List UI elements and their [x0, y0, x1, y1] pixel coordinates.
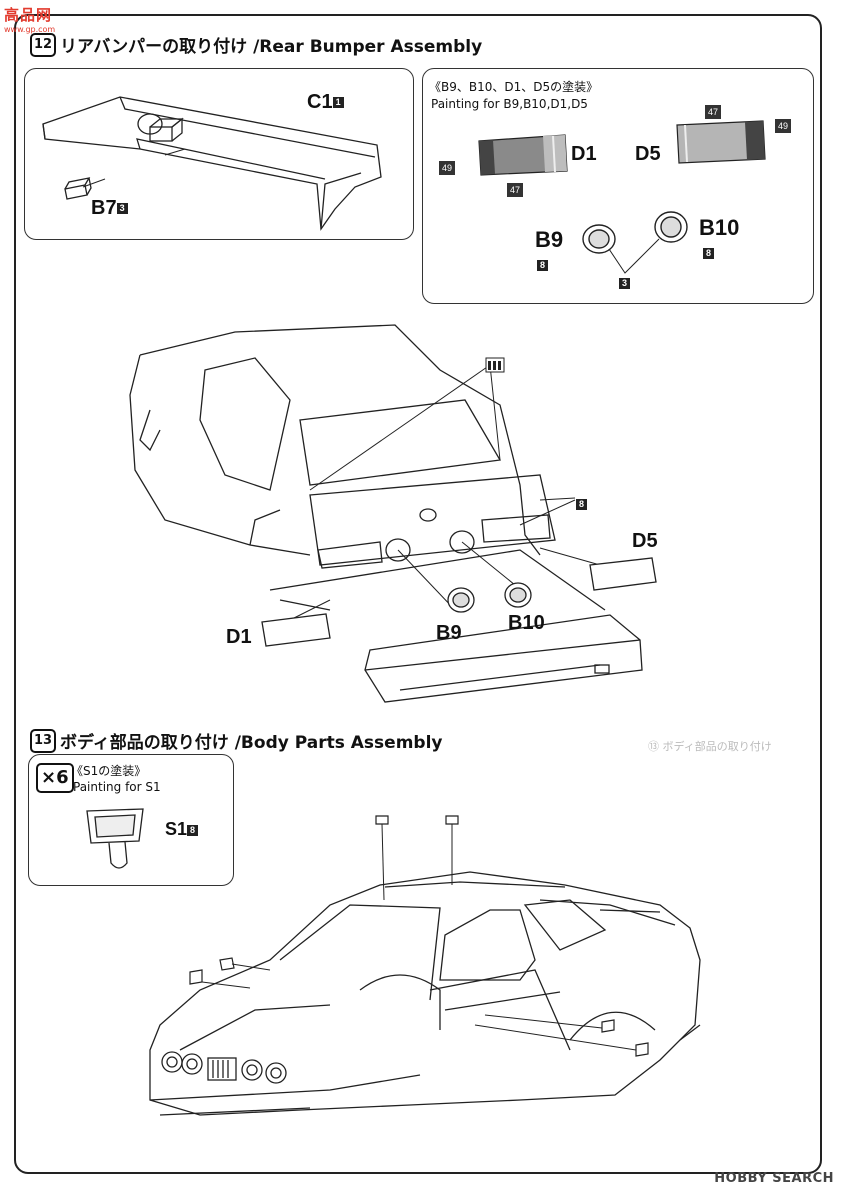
rear-bumper-c1-drawing — [42, 96, 382, 231]
b9-b10-lens-drawing — [582, 211, 688, 274]
step-12-number: 12 — [30, 32, 56, 57]
ghost-text: ⑬ ボディ部品の取り付け — [648, 740, 772, 753]
front-car-body-drawing — [149, 815, 701, 1116]
b9-part-number: 8 — [537, 255, 548, 274]
painting-note-en: Painting for B9,B10,D1,D5 — [431, 97, 588, 111]
d5-color-chip-47: 47 — [705, 105, 721, 119]
step-12-heading: 12 リアバンパーの取り付け /Rear Bumper Assembly — [30, 32, 482, 57]
b10-part-number: 8 — [703, 243, 714, 262]
b10-painting-label: B10 — [699, 215, 740, 240]
multiplier-badge: ×6 — [36, 763, 74, 793]
d5-lamp-drawing — [676, 120, 766, 164]
d1-main-label: D1 — [226, 626, 252, 648]
step-13-heading: 13 ボディ部品の取り付け /Body Parts Assembly — [30, 728, 442, 753]
d5-color-chip-49: 49 — [775, 119, 791, 133]
step-12-title: リアバンパーの取り付け /Rear Bumper Assembly — [60, 37, 483, 57]
step-13-title: ボディ部品の取り付け /Body Parts Assembly — [60, 733, 443, 753]
b9-main-label: B9 — [436, 622, 462, 644]
d1-painting-label: D1 — [571, 143, 597, 165]
decal-icon — [485, 357, 505, 373]
d1-color-chip-49: 49 — [439, 161, 455, 175]
watermark-logo: 高品网 www.gp.com — [4, 6, 56, 34]
d5-main-label: D5 — [632, 530, 658, 552]
d5-painting-label: D5 — [635, 143, 661, 165]
shared-part-number: 3 — [619, 273, 630, 292]
part-8-callout: 8 — [576, 494, 587, 513]
hobby-search-logo: HOBBY SEARCH — [714, 1171, 834, 1186]
b9-painting-label: B9 — [535, 227, 564, 252]
s1-note-en: Painting for S1 — [73, 780, 161, 794]
s1-part-drawing — [86, 808, 144, 869]
b10-main-label: B10 — [508, 612, 545, 634]
page-frame — [14, 14, 822, 1174]
s1-note-jp: 《S1の塗装》 — [71, 764, 147, 778]
d1-color-chip-47: 47 — [507, 183, 523, 197]
rear-car-body-drawing — [129, 324, 657, 703]
painting-note-jp: 《B9、B10、D1、D5の塗装》 — [429, 80, 599, 94]
d1-lamp-drawing — [478, 134, 568, 176]
step-13-number: 13 — [30, 728, 56, 753]
painting-guide-panel: 《B9、B10、D1、D5の塗装》 Painting for B9,B10,D1… — [422, 68, 814, 304]
